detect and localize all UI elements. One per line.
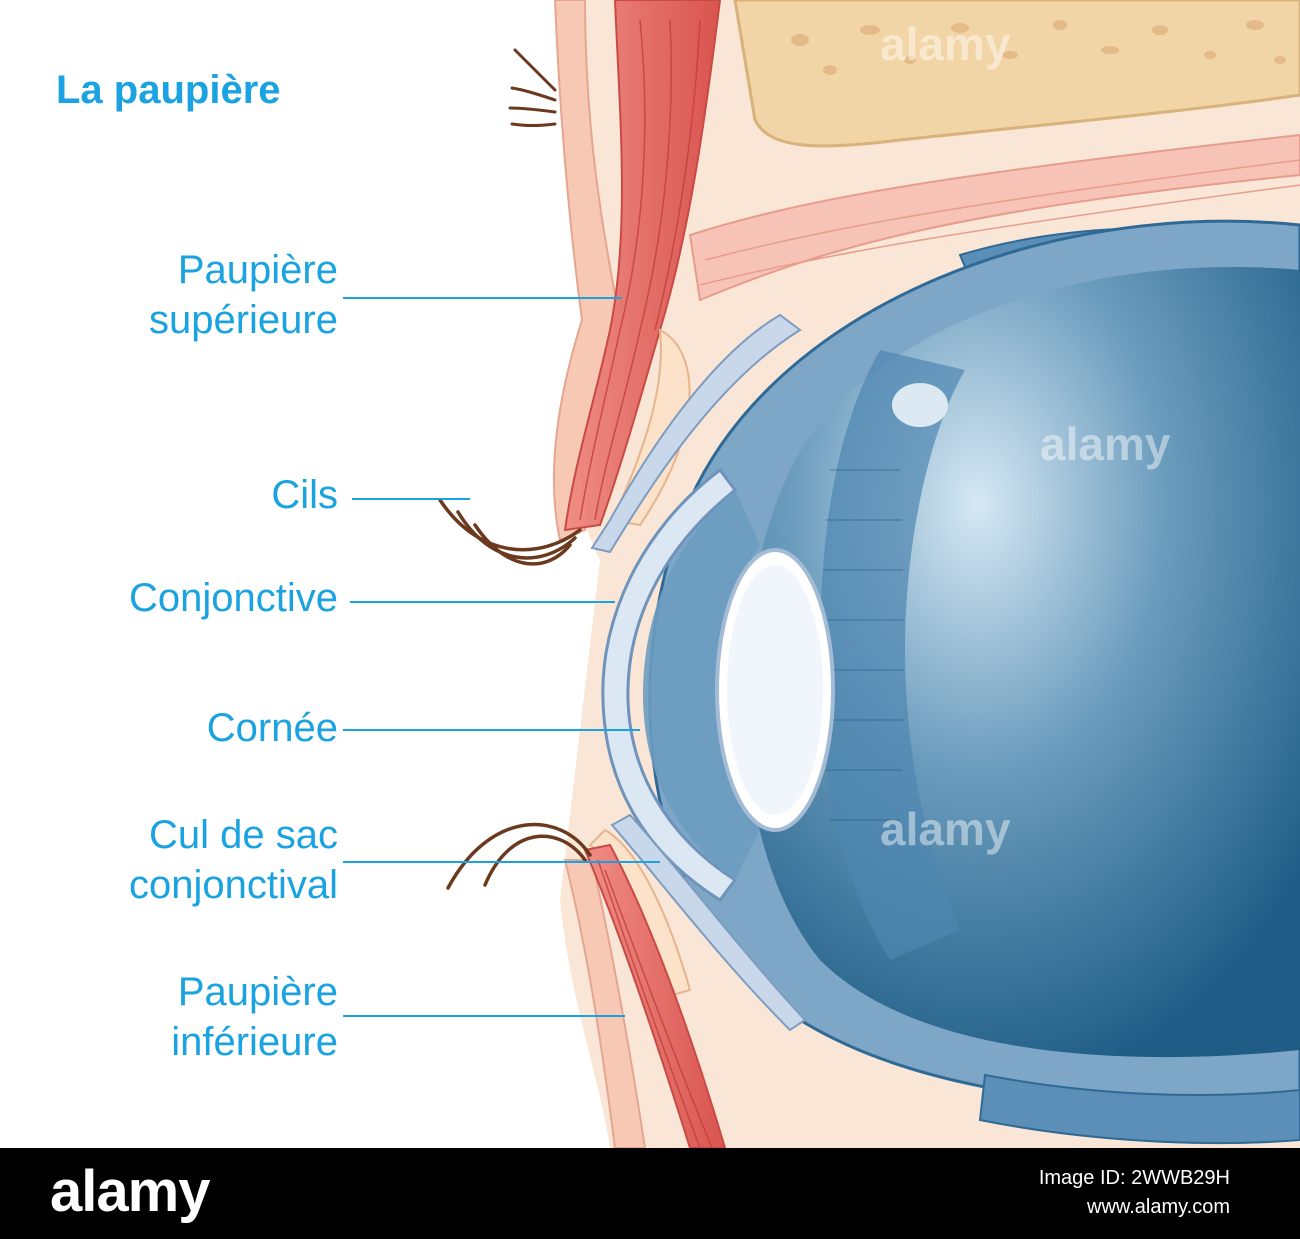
site-url-text: www.alamy.com bbox=[1087, 1196, 1230, 1218]
watermark-2: alamy bbox=[1040, 418, 1171, 470]
lower-eyelid-muscle bbox=[583, 843, 727, 1148]
label-upper-eyelid-line2: supérieure bbox=[148, 298, 338, 342]
label-lower-eyelid-line1: Paupière bbox=[177, 970, 338, 1014]
label-eyelashes-line1: Cils bbox=[271, 473, 338, 517]
globe-highlight bbox=[892, 383, 948, 427]
upper-tarsus bbox=[610, 328, 691, 527]
label-fornix-line2: conjonctival bbox=[128, 863, 338, 907]
brow-hairs bbox=[508, 48, 557, 127]
orbital-bone bbox=[733, 0, 1300, 148]
label-lower-eyelid: Paupière inférieure bbox=[171, 967, 338, 1067]
label-eyelashes: Cils bbox=[271, 470, 338, 520]
inferior-rectus bbox=[978, 1073, 1300, 1145]
label-fornix: Cul de sac conjonctival bbox=[129, 810, 338, 910]
upper-eyelid-muscle bbox=[563, 0, 722, 532]
image-id-text: Image ID: 2WWB29H bbox=[1038, 1167, 1230, 1189]
levator-tendon bbox=[688, 133, 1300, 302]
label-conjunctiva-line1: Conjonctive bbox=[128, 576, 338, 620]
lower-eyelid-skin bbox=[563, 859, 647, 1148]
diagram-title: La paupière bbox=[56, 68, 281, 112]
lower-conjunctiva bbox=[610, 813, 807, 1032]
brand-logo: alamy bbox=[50, 1159, 210, 1224]
ciliary-body bbox=[820, 350, 965, 960]
label-cornea: Cornée bbox=[207, 703, 338, 753]
cornea-shape bbox=[601, 467, 738, 903]
label-fornix-line1: Cul de sac bbox=[149, 813, 338, 857]
label-lower-eyelid-line2: inférieure bbox=[171, 1020, 338, 1064]
upper-conjunctiva bbox=[590, 313, 802, 554]
label-cornea-line1: Cornée bbox=[206, 706, 338, 750]
label-upper-eyelid-line1: Paupière bbox=[177, 248, 338, 292]
upper-eyelashes bbox=[438, 498, 582, 566]
watermark-3: alamy bbox=[880, 803, 1011, 855]
footer-bar bbox=[0, 1148, 1300, 1239]
eye-anatomy-illustration: alamy alamy alamy bbox=[343, 0, 1300, 1148]
label-conjunctiva: Conjonctive bbox=[129, 573, 338, 623]
watermark-1: alamy bbox=[880, 18, 1011, 70]
watermarks: alamy alamy alamy bbox=[880, 18, 1171, 855]
leader-lines bbox=[343, 297, 660, 1017]
label-upper-eyelid: Paupière supérieure bbox=[149, 245, 338, 345]
